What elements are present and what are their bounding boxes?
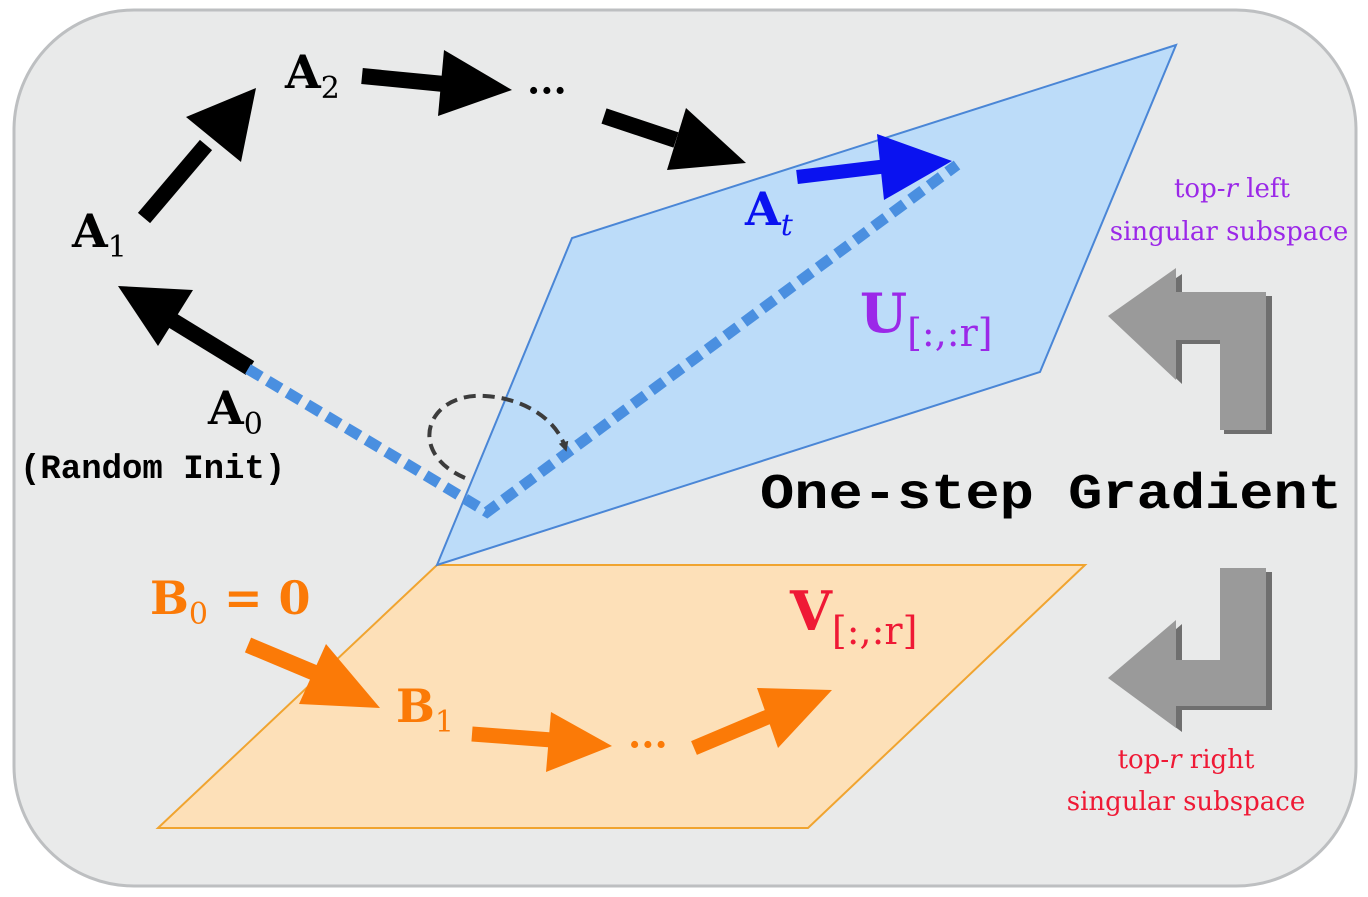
label-a-ellipsis: ··· — [527, 68, 567, 113]
top-gray-bent-arrow — [1108, 268, 1272, 434]
label-v: V[:,:r] — [789, 579, 917, 653]
label-b1: B1 — [396, 679, 454, 740]
label-a0-sub: 0 — [244, 407, 263, 442]
label-a1-main: A — [71, 204, 109, 258]
label-a1-sub: 1 — [108, 230, 127, 265]
label-random-init: (Random Init) — [20, 451, 285, 489]
arrow-dots-to-v — [691, 688, 832, 755]
label-a2: A2 — [284, 45, 340, 106]
label-a2-main: A — [284, 45, 322, 99]
arrow-a0-to-a1 — [118, 286, 255, 375]
label-at-main: A — [744, 182, 782, 236]
b-trajectory-arrows — [244, 637, 832, 772]
top-right-prefix: top- — [1118, 745, 1170, 775]
dotted-path — [245, 160, 961, 519]
label-v-main: V — [789, 579, 833, 643]
arrow-dots-to-at — [601, 108, 746, 170]
label-one-step-gradient: One-step Gradient — [760, 467, 1342, 524]
label-b1-sub: 1 — [435, 705, 454, 740]
top-right-r: r — [1169, 745, 1183, 775]
label-a1: A1 — [71, 204, 127, 265]
top-gray-arrow-shape — [1108, 268, 1266, 430]
label-b-ellipsis: ··· — [628, 722, 668, 767]
top-right-suffix: right — [1182, 745, 1255, 775]
top-left-suffix: left — [1238, 174, 1291, 204]
v-plane — [155, 564, 1088, 829]
label-u: U[:,:r] — [860, 281, 993, 355]
label-b0-main: B — [150, 571, 189, 625]
label-b1-main: B — [396, 679, 435, 733]
label-u-sub: [:,:r] — [907, 311, 993, 355]
u-plane — [435, 43, 1178, 567]
arrow-at — [796, 134, 952, 200]
label-v-sub: [:,:r] — [832, 609, 918, 653]
label-u-main: U — [860, 281, 907, 345]
label-a0-main: A — [207, 381, 245, 435]
a-trajectory-arrows — [118, 50, 746, 375]
label-a0: A0 — [207, 381, 263, 442]
label-top-r-left-line2: singular subspace — [1110, 217, 1348, 247]
label-at-sub: t — [781, 208, 794, 243]
arrow-a2-to-dots — [361, 50, 512, 116]
bottom-gray-bent-arrow — [1108, 568, 1272, 732]
bottom-gray-arrow-shape — [1108, 568, 1266, 728]
label-b0: B0 = 0 — [150, 571, 311, 632]
label-top-r-right-line2: singular subspace — [1067, 787, 1305, 817]
label-at: At — [744, 182, 794, 243]
label-top-r-left-line1: top-r left — [1174, 174, 1291, 204]
rotation-dashed-arrow — [427, 393, 569, 480]
label-b0-rest: = 0 — [208, 571, 311, 625]
label-top-r-right-line1: top-r right — [1118, 745, 1255, 775]
top-left-r: r — [1226, 174, 1240, 204]
arrow-b1-to-dots — [471, 712, 612, 772]
top-left-prefix: top- — [1174, 174, 1226, 204]
label-a2-sub: 2 — [321, 71, 340, 106]
arrow-a1-to-a2 — [137, 88, 256, 224]
arrow-b0-to-b1 — [244, 637, 380, 708]
label-b0-sub: 0 — [189, 597, 208, 632]
